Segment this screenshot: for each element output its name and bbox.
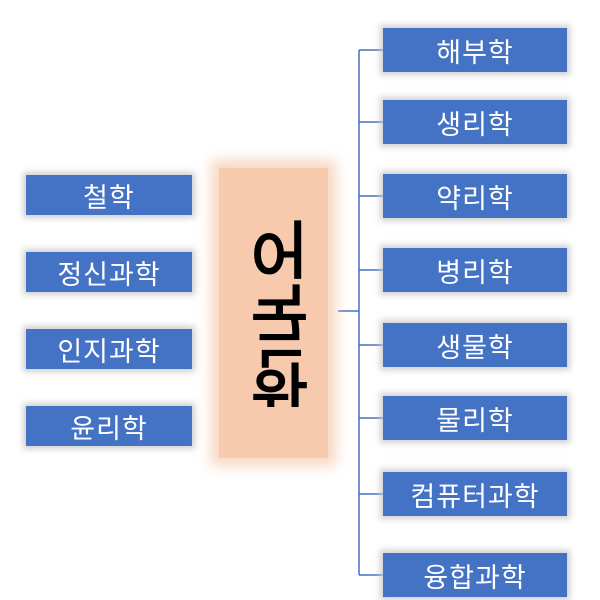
right-box-biology: 생물학 (383, 323, 567, 367)
left-box-label: 인지과학 (57, 336, 161, 368)
center-node: 한국어 (219, 168, 328, 458)
right-box-computer-science: 컴퓨터과학 (383, 472, 567, 516)
right-box-anatomy: 해부학 (383, 28, 567, 72)
right-box-label: 해부학 (436, 37, 514, 69)
left-box-cognitive-science: 인지과학 (26, 329, 192, 369)
right-box-pathology: 병리학 (383, 248, 567, 292)
left-box-label: 철학 (83, 182, 135, 214)
right-box-label: 물리학 (436, 405, 514, 437)
right-box-physics: 물리학 (383, 396, 567, 440)
right-box-physiology: 생리학 (383, 100, 567, 144)
right-box-label: 병리학 (436, 257, 514, 289)
right-box-pharmacology: 약리학 (383, 174, 567, 218)
left-box-label: 정신과학 (57, 259, 161, 291)
right-box-label: 약리학 (436, 183, 514, 215)
left-box-ethics: 윤리학 (26, 406, 192, 446)
right-box-convergence-science: 융합과학 (383, 553, 567, 597)
right-box-label: 컴퓨터과학 (410, 481, 540, 513)
left-box-philosophy: 철학 (26, 175, 192, 215)
center-label: 한국어 (237, 217, 311, 409)
right-box-label: 융합과학 (423, 562, 527, 594)
right-box-label: 생리학 (436, 109, 514, 141)
right-box-label: 생물학 (436, 332, 514, 364)
left-box-mental-science: 정신과학 (26, 252, 192, 292)
left-box-label: 윤리학 (70, 413, 148, 445)
